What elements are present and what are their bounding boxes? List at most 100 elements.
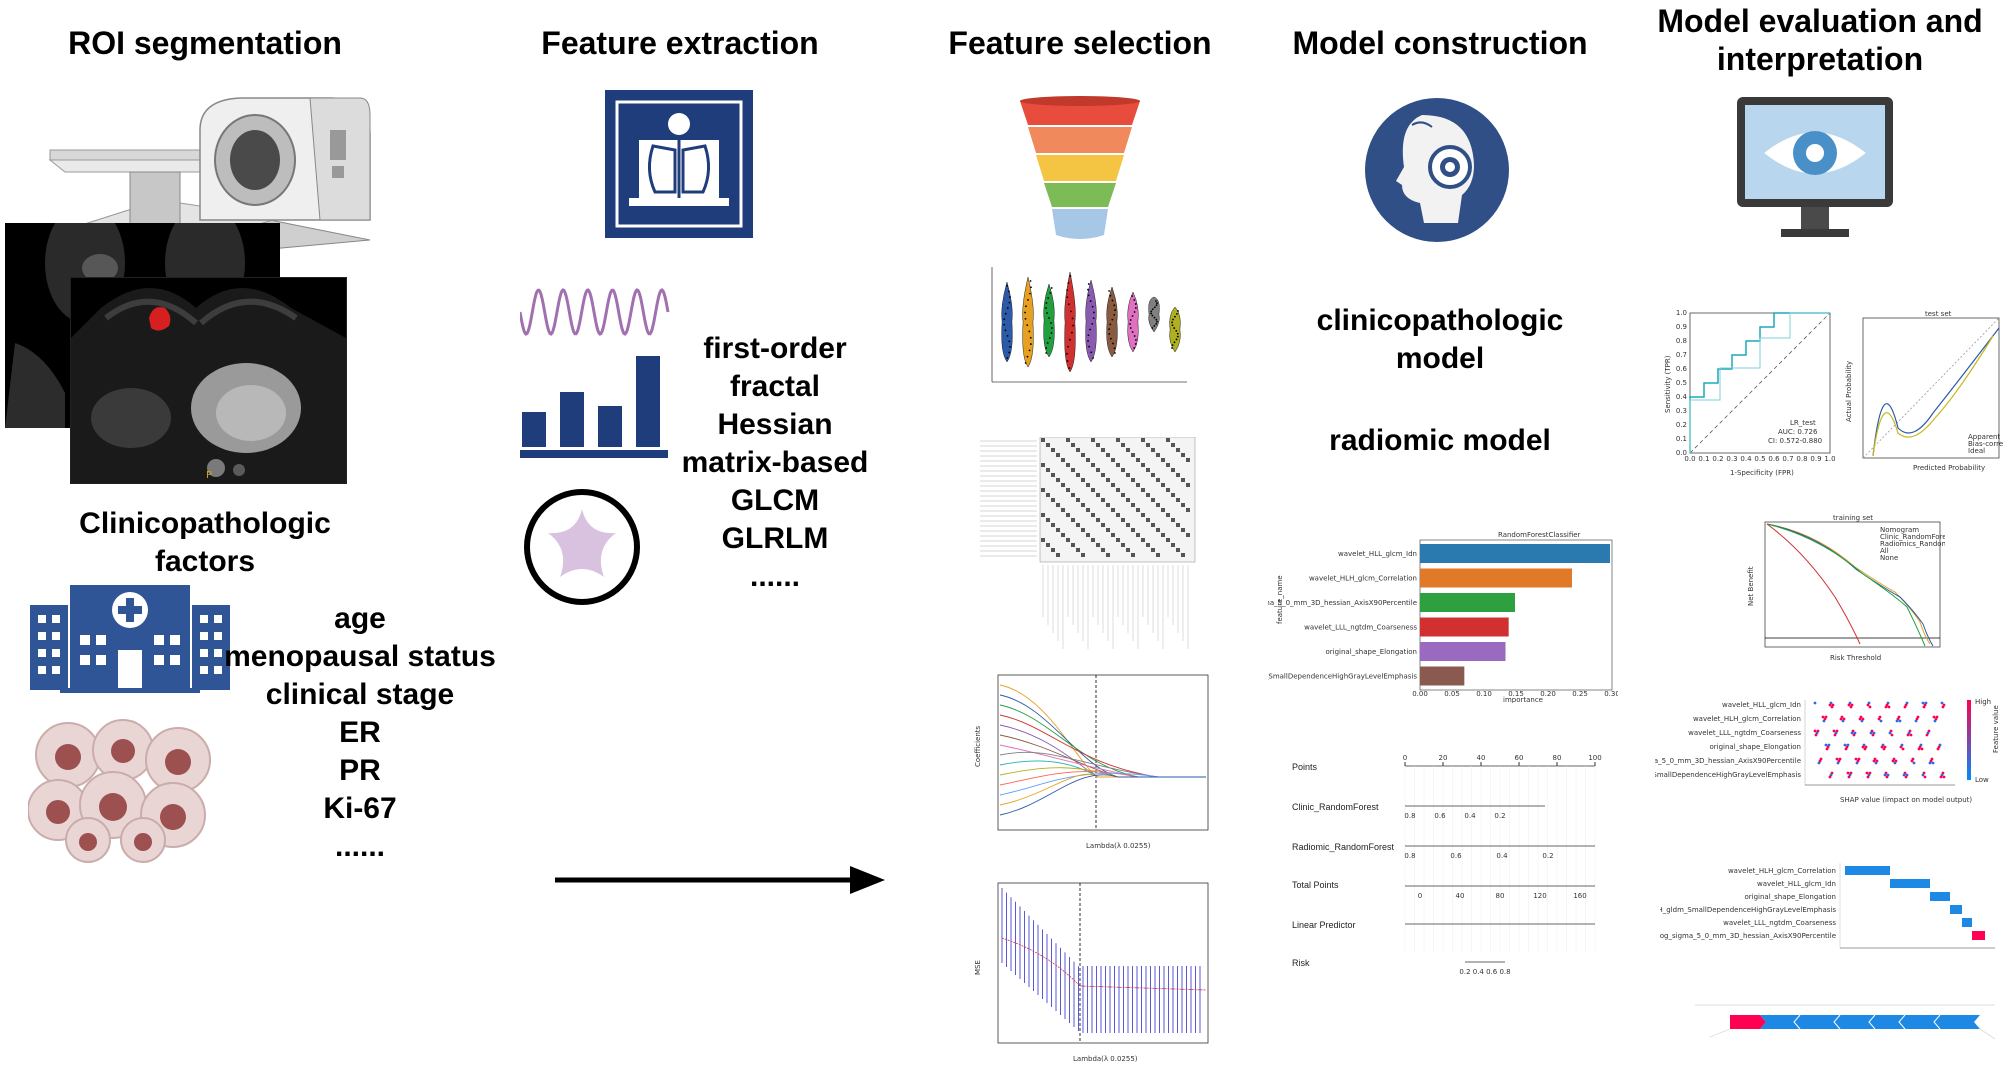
- heatmap-cell: [1096, 443, 1100, 447]
- shap-dot: [1814, 733, 1818, 737]
- heatmap-cell: [1166, 463, 1170, 467]
- shap-dot: [1847, 775, 1851, 779]
- violin-point: [1133, 299, 1136, 301]
- heatmap-cell: [1041, 538, 1045, 542]
- waterfall-label: wavelet_HLL_glcm_Idn: [1757, 880, 1836, 888]
- shap-dot: [1846, 771, 1850, 775]
- shap-dot: [1932, 715, 1936, 719]
- heatmap-cell: [1126, 473, 1130, 477]
- heatmap-cell: [1046, 468, 1050, 472]
- shap-dot: [1828, 703, 1832, 707]
- heatmap-cell: [1046, 443, 1050, 447]
- roc-x-tick: 0.2: [1712, 455, 1723, 463]
- header-feature-extraction: Feature extraction: [541, 25, 819, 61]
- lasso-ylabel-1: Coefficients: [974, 725, 982, 767]
- violin-point: [1153, 316, 1156, 319]
- cal-ylabel: Actual Probability: [1845, 361, 1853, 422]
- roc-chart: 1-Specificity (FPR) Sensitivity (TPR) LR…: [1664, 309, 1835, 477]
- heatmap-cell: [1111, 483, 1115, 487]
- shap-dot: [1868, 705, 1872, 709]
- heatmap-cell: [1061, 533, 1065, 537]
- rf-bar: [1420, 666, 1465, 686]
- svg-text:P: P: [206, 470, 212, 481]
- shap-dot: [1822, 719, 1826, 723]
- shap-dot: [1821, 715, 1825, 719]
- roc-y-tick: 0.3: [1676, 407, 1687, 415]
- violin-point: [1150, 312, 1153, 315]
- violin-point: [1066, 360, 1069, 362]
- heatmap-cell: [1051, 473, 1055, 477]
- rf-bar: [1420, 544, 1610, 563]
- violin-point: [1151, 327, 1154, 329]
- roc-y-tick: 0.9: [1676, 323, 1687, 331]
- header-model-construction: Model construction: [1292, 25, 1588, 61]
- violin-point: [1114, 352, 1116, 354]
- dca-chart: training set Risk Threshold Net Benefit …: [1747, 514, 1945, 662]
- violin-point: [1155, 318, 1158, 321]
- heatmap-cell: [1146, 443, 1150, 447]
- rf-feature-label: wavelet_HLH_glcm_Correlation: [1309, 575, 1417, 583]
- roc-y-tick: 0.7: [1676, 351, 1687, 359]
- dca-title: training set: [1833, 514, 1873, 522]
- violin-point: [1129, 323, 1131, 325]
- dca-legend-3: All: [1880, 547, 1889, 555]
- shap-dot: [1888, 731, 1892, 735]
- shap-dot: [1921, 701, 1925, 705]
- violin-point: [1153, 306, 1156, 309]
- violin-point: [1006, 307, 1009, 310]
- violin-point: [1171, 321, 1173, 324]
- heatmap-cell: [1116, 513, 1120, 517]
- heatmap-cell: [1041, 438, 1045, 442]
- nomogram: PointsClinic_RandomForestRadiomic_Random…: [1292, 754, 1602, 976]
- heatmap-cell: [1141, 488, 1145, 492]
- shap-dot: [1912, 761, 1916, 765]
- shap-dot: [1850, 731, 1854, 735]
- waterfall-bar: [1950, 905, 1962, 914]
- heatmap-cell: [1106, 528, 1110, 532]
- shap-dot: [1861, 745, 1865, 749]
- nomogram-row-label: Points: [1292, 762, 1318, 772]
- violin-point: [1045, 307, 1047, 309]
- heatmap-cell: [1041, 488, 1045, 492]
- heatmap-cell: [1051, 448, 1055, 452]
- heatmap-cell: [1086, 508, 1090, 512]
- rf-bar: [1420, 593, 1515, 612]
- violin-point: [1176, 335, 1179, 338]
- nomogram-tick-label: 0.4: [1496, 852, 1508, 860]
- rf-bar: [1420, 642, 1506, 661]
- roc-y-tick: 0.4: [1676, 393, 1688, 401]
- violin-point: [1129, 319, 1132, 321]
- shap-dot: [1882, 747, 1886, 751]
- rf-ylabel: feature_name: [1276, 575, 1284, 624]
- heatmap-cell: [1141, 438, 1145, 442]
- lasso-xlabel-1: Lambda(λ 0.0255): [1086, 842, 1151, 850]
- heatmap-cell: [1076, 473, 1080, 477]
- dca-legend-1: Clinic_RandomForest: [1880, 533, 1945, 541]
- violin-point: [1135, 339, 1137, 341]
- nomogram-tick-label: 60: [1515, 754, 1524, 762]
- violin-point: [1087, 340, 1089, 342]
- shap-dot: [1869, 731, 1873, 735]
- feature-glcm: GLCM: [730, 484, 820, 517]
- violin-point: [1045, 347, 1048, 349]
- violin-point: [1131, 331, 1134, 333]
- violin-point: [1050, 322, 1052, 324]
- heatmap-cell: [1051, 523, 1055, 527]
- violin-point: [1051, 327, 1053, 329]
- heatmap-cell: [1171, 468, 1175, 472]
- violin-1: [1022, 276, 1034, 368]
- shap-dot: [1855, 761, 1859, 765]
- heatmap-cell: [1081, 453, 1085, 457]
- lasso-ylabel-2: MSE: [974, 960, 982, 975]
- violin-point: [1111, 299, 1114, 302]
- roc-x-tick: 0.5: [1754, 455, 1765, 463]
- shap-dot: [1813, 729, 1817, 733]
- violin-point: [1026, 355, 1029, 358]
- violin-point: [1024, 362, 1027, 364]
- roc-x-tick: 0.1: [1698, 455, 1709, 463]
- clinico-factor-list: age menopausal status clinical stage ER …: [200, 600, 520, 866]
- violin-point: [1028, 349, 1031, 352]
- shap-dot: [1852, 733, 1856, 737]
- shap-summary-plot: SHAP value (impact on model output) High…: [1655, 698, 2000, 804]
- heatmap-cell: [1071, 468, 1075, 472]
